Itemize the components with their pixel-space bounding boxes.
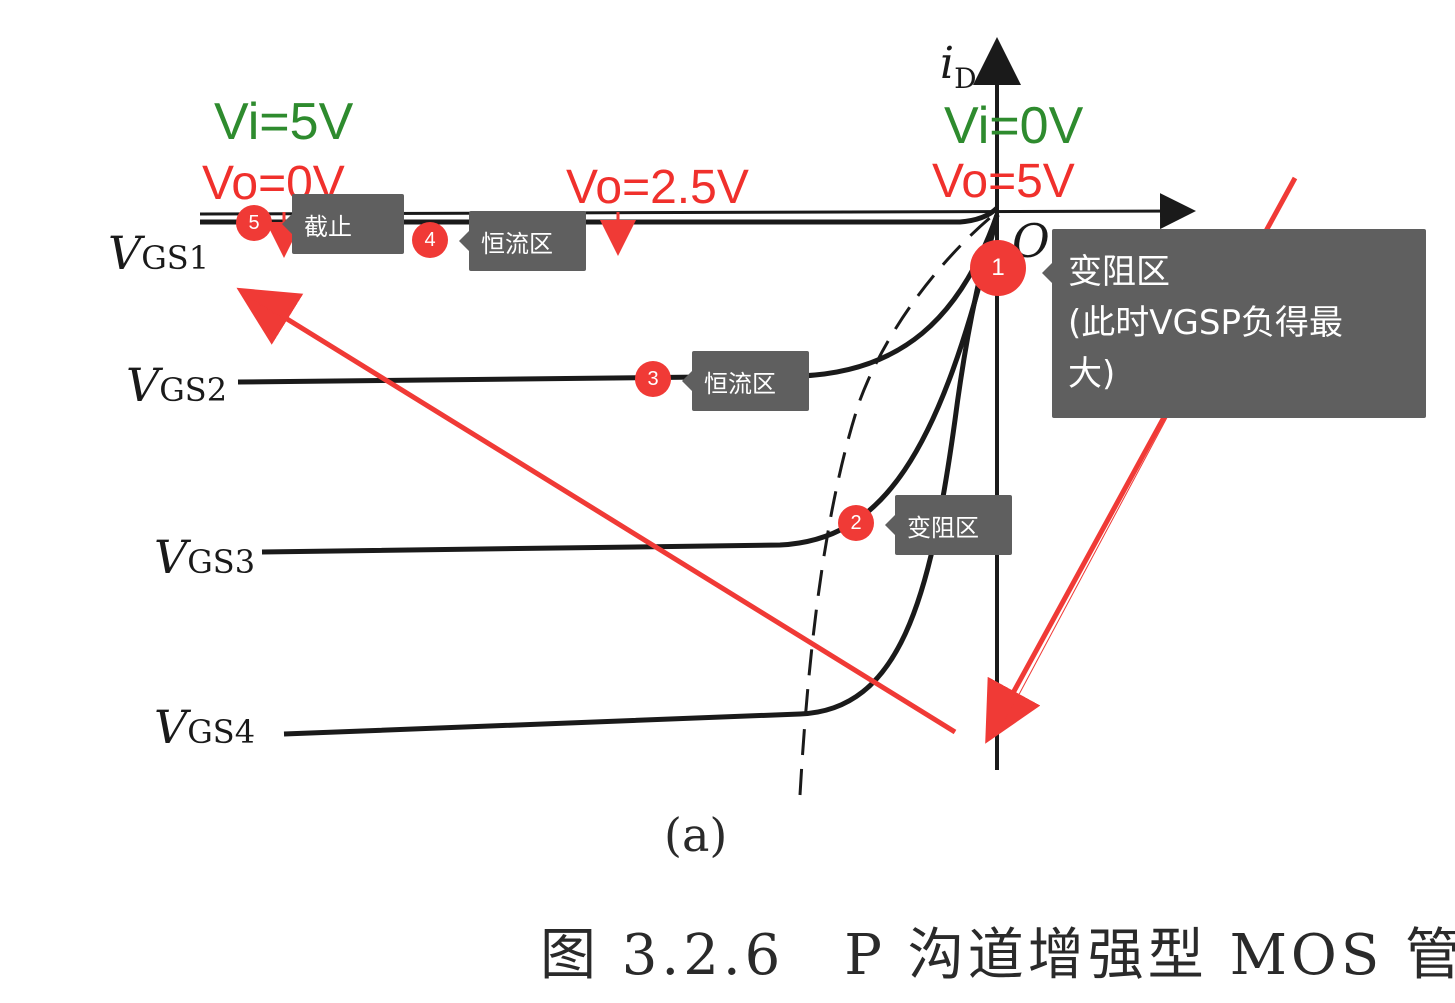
- marker-1[interactable]: 1: [970, 240, 1026, 296]
- marker-2[interactable]: 2: [838, 505, 874, 541]
- vi-5v-label: Vi=5V: [214, 93, 354, 151]
- tooltip-2: 变阻区: [885, 495, 1012, 555]
- marker-5[interactable]: 5: [236, 205, 272, 241]
- pinch-off-boundary: [798, 210, 998, 796]
- tooltip-4: 恒流区: [459, 211, 586, 271]
- y-axis-label: iD: [940, 38, 977, 95]
- vi-0v-label: Vi=0V: [944, 97, 1084, 155]
- vgs2-label: VGS2: [126, 358, 228, 412]
- tooltip-5: 截止: [282, 194, 404, 254]
- vgs4-label: VGS4: [154, 700, 256, 754]
- figure-caption: 图 3.2.6 P 沟道增强型 MOS 管: [540, 923, 1455, 988]
- tooltip-1: 变阻区 (此时VGSP负得最 大): [1042, 229, 1426, 418]
- marker-4[interactable]: 4: [412, 222, 448, 258]
- subfigure-label: (a): [664, 808, 728, 862]
- vo-2-5v-label: Vo=2.5V: [566, 161, 749, 214]
- curve-vgs1: [200, 206, 999, 225]
- tooltip-3: 恒流区: [682, 351, 809, 411]
- marker-3[interactable]: 3: [635, 361, 671, 397]
- thin-red-line: [239, 291, 956, 733]
- curve-vgs4: [283, 214, 1000, 737]
- vgs1-label: VGS1: [108, 226, 210, 280]
- vgs3-label: VGS3: [154, 530, 256, 584]
- curve-vgs3: [261, 214, 1000, 555]
- vo-5v-label: Vo=5V: [932, 155, 1075, 208]
